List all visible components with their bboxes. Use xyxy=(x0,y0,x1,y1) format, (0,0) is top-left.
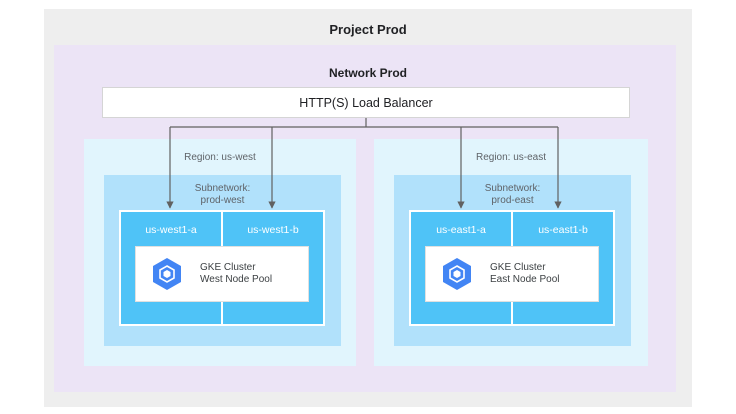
gke-hexagon-icon xyxy=(153,258,181,290)
gke-cluster-east-pool: East Node Pool xyxy=(490,274,560,285)
gke-cluster-west-pool: West Node Pool xyxy=(200,274,273,285)
project-title: Project Prod xyxy=(329,22,407,37)
zone-label-west-b: us-west1-b xyxy=(247,224,299,236)
load-balancer-box: HTTP(S) Load Balancer xyxy=(102,87,630,118)
region-west-label: Region: us-west xyxy=(184,152,256,163)
gke-cluster-west-title: GKE Cluster xyxy=(200,262,256,273)
gke-cluster-east: GKE Cluster East Node Pool xyxy=(425,246,599,302)
gke-cluster-west-text: GKE Cluster West Node Pool xyxy=(200,262,272,286)
subnet-west-name: prod-west xyxy=(200,195,245,206)
gke-cluster-east-title: GKE Cluster xyxy=(490,262,546,273)
subnet-east-label: Subnetwork: prod-east xyxy=(394,183,631,207)
subnet-west-label: Subnetwork: prod-west xyxy=(104,183,341,207)
subnet-west-title: Subnetwork: xyxy=(194,183,251,194)
network-title: Network Prod xyxy=(328,66,407,80)
region-east-label: Region: us-east xyxy=(475,152,547,163)
gke-cluster-east-text: GKE Cluster East Node Pool xyxy=(490,262,560,286)
subnet-east-title: Subnetwork: xyxy=(484,183,541,194)
zone-label-east-b: us-east1-b xyxy=(538,224,588,236)
zone-label-east-a: us-east1-a xyxy=(436,224,486,236)
zone-label-west-a: us-west1-a xyxy=(145,224,197,236)
gke-hexagon-icon xyxy=(443,258,471,290)
subnet-east-name: prod-east xyxy=(491,195,534,206)
load-balancer-label: HTTP(S) Load Balancer xyxy=(299,95,433,110)
gke-cluster-west: GKE Cluster West Node Pool xyxy=(135,246,309,302)
